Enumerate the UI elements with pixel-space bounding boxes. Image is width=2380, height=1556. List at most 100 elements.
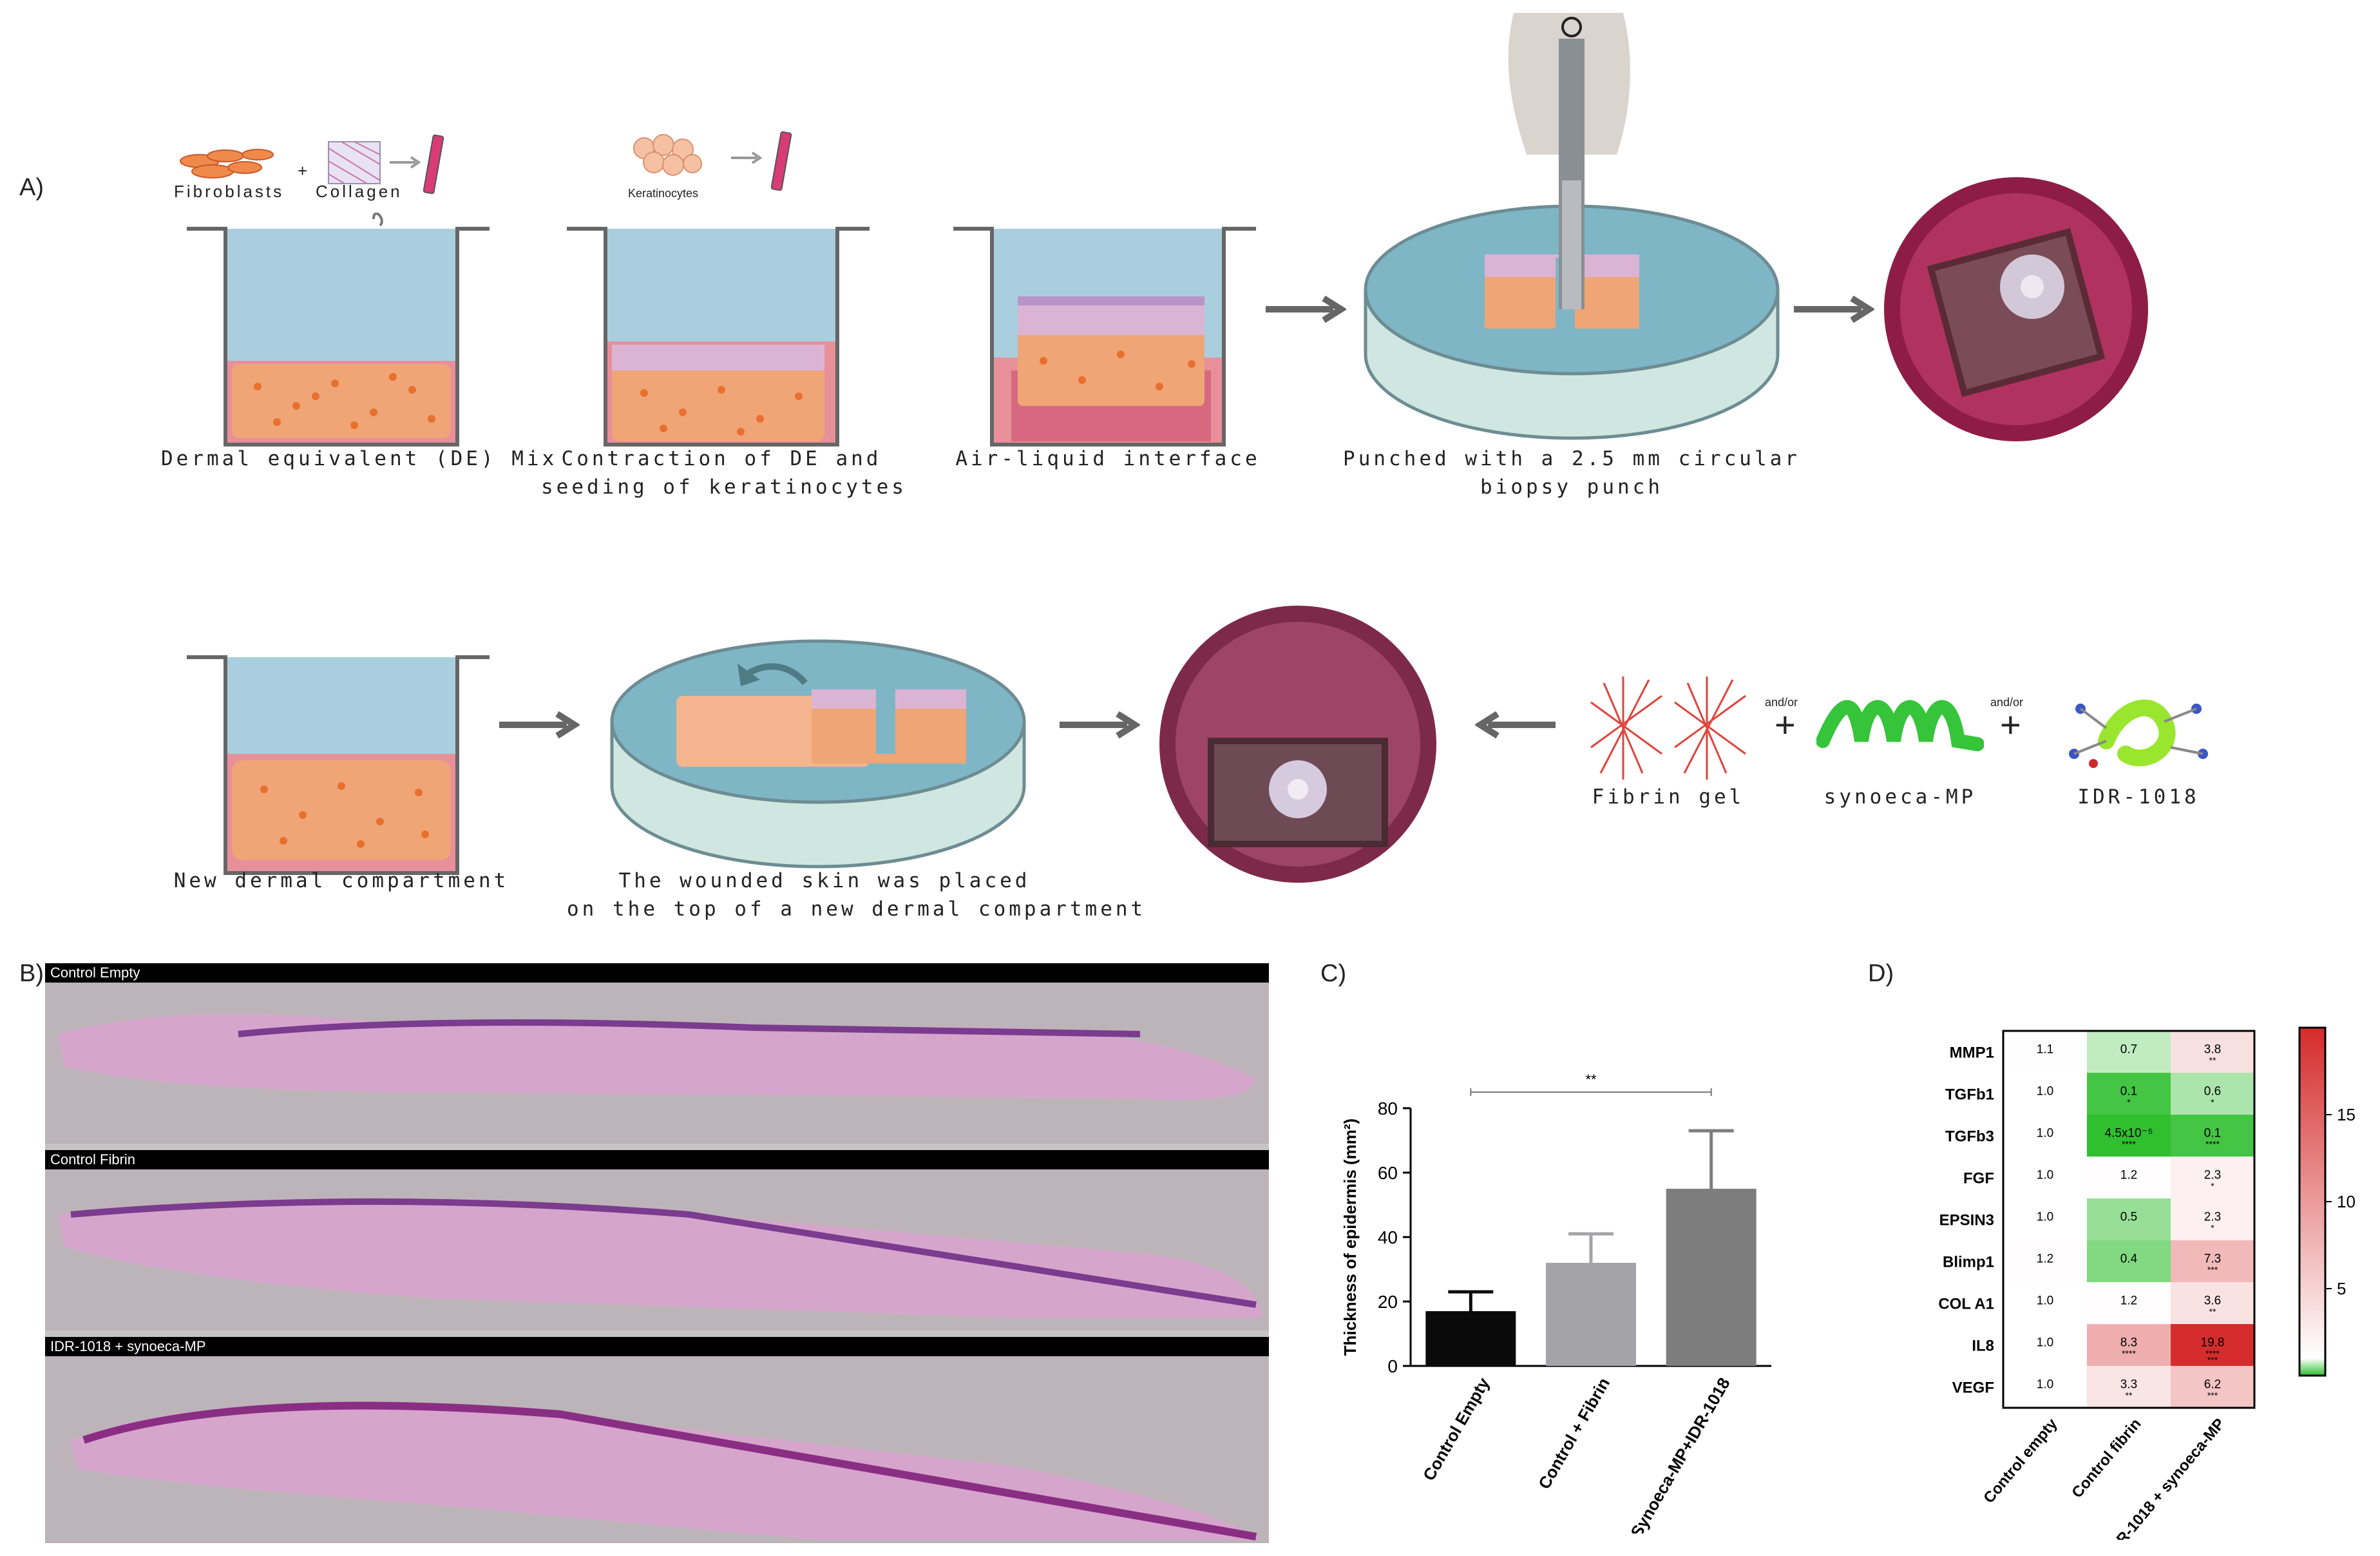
- heatmap-cell: [2171, 1282, 2254, 1324]
- histology-label-control-empty: Control Empty: [45, 963, 1269, 983]
- panel-d-label: D): [1868, 960, 1894, 987]
- panel-b-label: B): [19, 960, 44, 987]
- plus-sign: +: [298, 161, 308, 180]
- heatmap-cell: [2087, 1031, 2171, 1073]
- cell-value-label: 0.5: [2120, 1211, 2137, 1224]
- row-label: VEGF: [1952, 1379, 1994, 1397]
- andor-label-1: and/or: [1765, 696, 1798, 709]
- heatmap-cell: [2087, 1240, 2171, 1282]
- idr-label: IDR-1018: [2077, 785, 2200, 809]
- colorbar-tick-label: 15: [2337, 1105, 2356, 1124]
- histology-section-idr-synoeca: [71, 1401, 1262, 1541]
- fibroblasts-label: Fibroblasts: [174, 182, 285, 201]
- heatmap-cell: [2087, 1157, 2171, 1198]
- cell-value-label: 1.0: [2037, 1336, 2053, 1350]
- petri-dish-biopsy-punch: [1364, 13, 1780, 440]
- heatmap-cell: [2171, 1324, 2254, 1366]
- cell-value-label: 1.0: [2037, 1211, 2053, 1224]
- transwell-keratinocyte-seeding: [567, 227, 870, 447]
- step5-caption: New dermal compartment: [173, 869, 509, 892]
- petri-dish-placing-skin: [610, 639, 1026, 869]
- heatmap-cell: [2171, 1157, 2254, 1198]
- step4-caption-line1: Punched with a 2.5 mm circular: [1343, 447, 1800, 470]
- heatmap-cell: [2003, 1240, 2087, 1282]
- cell-value-label: 1.0: [2037, 1378, 2053, 1392]
- colorbar-tick-label: 10: [2337, 1192, 2356, 1211]
- row-label: Blimp1: [1943, 1254, 1994, 1271]
- y-tick-label: 20: [1378, 1292, 1398, 1312]
- significance-stars: **: [2209, 1055, 2216, 1066]
- cell-value-label: 6.2: [2204, 1378, 2221, 1392]
- cell-value-label: 1.2: [2120, 1294, 2137, 1308]
- panel-c-label: C): [1320, 960, 1347, 987]
- cell-value-label: 1.0: [2037, 1294, 2053, 1308]
- synoeca-label: synoeca-MP: [1823, 785, 1977, 809]
- y-tick-label: 80: [1378, 1099, 1398, 1119]
- cell-value-label: 19.8: [2201, 1336, 2225, 1350]
- y-tick-label: 40: [1378, 1227, 1398, 1247]
- heatmap-cell: [2087, 1324, 2171, 1366]
- row-label: TGFb1: [1945, 1086, 1994, 1104]
- cell-value-label: 1.2: [2037, 1253, 2053, 1266]
- x-tick-label: Synoeca-MP+IDR-1018: [1626, 1374, 1734, 1533]
- transwell-new-dermal-compartment: [187, 655, 490, 875]
- significance-stars: ****: [2205, 1349, 2220, 1359]
- step6-caption-line2: on the top of a new dermal compartment: [567, 898, 1147, 921]
- treated-skin-photo: [1159, 606, 1436, 883]
- transwell-air-liquid-interface: [953, 227, 1256, 447]
- transwell-dermal-mix: [187, 213, 490, 447]
- row-label: TGFb3: [1945, 1128, 1994, 1146]
- colorbar-tick-label: 5: [2337, 1279, 2346, 1298]
- cell-value-label: 0.4: [2120, 1253, 2138, 1266]
- significance-stars: **: [2126, 1390, 2133, 1401]
- heatmap-cell: [2171, 1031, 2254, 1073]
- cell-value-label: 1.0: [2037, 1085, 2053, 1099]
- collagen-label: Collagen: [316, 182, 403, 201]
- cell-value-label: 1.0: [2037, 1169, 2053, 1182]
- significance-stars: **: [2209, 1307, 2216, 1317]
- idr-1018-molecule-icon: [2069, 699, 2208, 768]
- row-label: COL A1: [1938, 1296, 1994, 1313]
- cell-value-label: 1.1: [2037, 1043, 2053, 1057]
- keratinocytes-icon: [633, 131, 792, 191]
- heatmap-cell: [2003, 1073, 2087, 1115]
- synoeca-helix-icon: [1816, 700, 1984, 751]
- arrow-right-icon: [499, 711, 580, 739]
- heatmap-cell: [2171, 1240, 2254, 1282]
- cell-value-label: 3.3: [2120, 1378, 2137, 1392]
- panel-a-label: A): [19, 174, 44, 201]
- row-label: EPSIN3: [1939, 1212, 1994, 1229]
- fibrin-gel-icon: [1590, 677, 1746, 780]
- cell-value-label: 2.3: [2204, 1211, 2221, 1224]
- significance-stars: *: [2211, 1223, 2214, 1233]
- colorbar: [2298, 1026, 2327, 1377]
- row-label: IL8: [1972, 1338, 1994, 1355]
- heatmap-cell: [2003, 1282, 2087, 1324]
- heatmap-cell: [2003, 1031, 2087, 1073]
- heatmap-cell: [2003, 1157, 2087, 1198]
- row-label: FGF: [1963, 1170, 1994, 1187]
- significance-stars: ****: [2122, 1139, 2136, 1149]
- y-axis-title: Thickness of epidermis (mm²): [1340, 1119, 1360, 1356]
- bar: [1425, 1311, 1516, 1366]
- cell-value-label: 3.6: [2204, 1294, 2221, 1308]
- step2-caption-line2: seeding of keratinocytes: [541, 475, 907, 499]
- significance-stars: *: [2211, 1097, 2214, 1108]
- plus-sign-1: +: [1775, 704, 1796, 745]
- histology-area: Control Empty Control Fibrin IDR-1018 + …: [45, 963, 1269, 1543]
- significance-stars: ***: [2207, 1265, 2218, 1275]
- heatmap-cell: [2087, 1282, 2171, 1324]
- cell-value-label: 0.1: [2120, 1085, 2137, 1099]
- andor-label-2: and/or: [1990, 696, 2024, 709]
- cell-value-label: 0.1: [2204, 1127, 2221, 1140]
- significance-stars: ***: [2207, 1355, 2218, 1365]
- y-tick-label: 0: [1387, 1356, 1398, 1376]
- heatmap-cell: [2087, 1073, 2171, 1115]
- heatmap-border: [2002, 1030, 2256, 1409]
- histology-section-control-empty: [58, 1013, 1256, 1100]
- significance-stars: *: [2211, 1181, 2214, 1191]
- heatmap-cell: [2087, 1366, 2171, 1408]
